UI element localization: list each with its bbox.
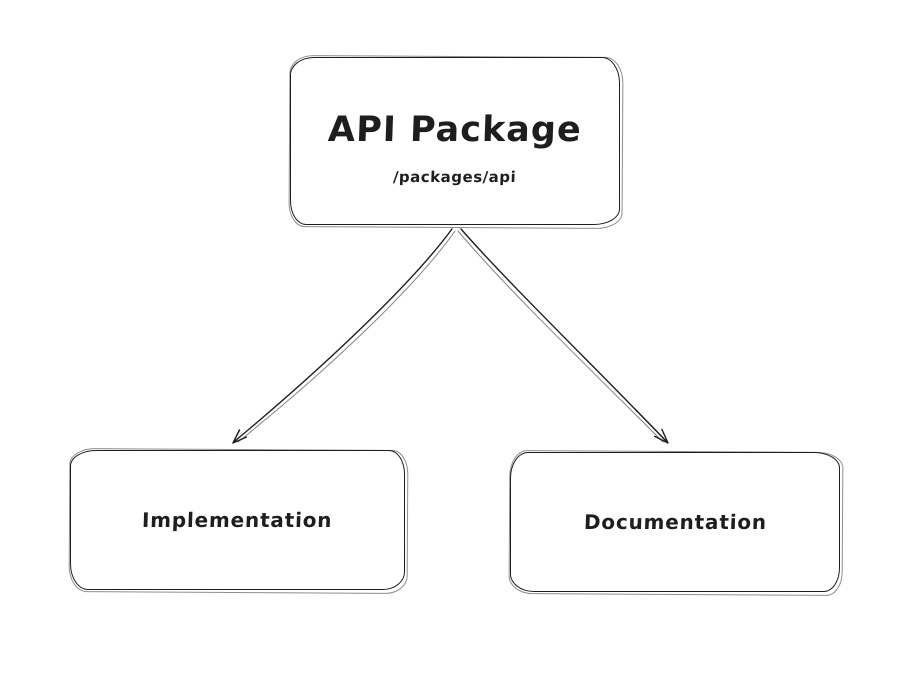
node-implementation: Implementation (70, 450, 405, 590)
node-api-package-title: API Package (327, 110, 583, 150)
edge-api-to-implementation-sketch (237, 230, 456, 443)
node-implementation-label: Implementation (141, 508, 334, 532)
node-documentation: Documentation (510, 452, 840, 592)
node-api-package-subtitle: /packages/api (393, 168, 517, 186)
arrowhead-documentation (654, 428, 669, 444)
node-documentation-label: Documentation (583, 510, 767, 534)
node-api-package: API Package /packages/api (290, 57, 620, 225)
arrowhead-implementation (232, 429, 248, 444)
edge-api-to-implementation (234, 228, 453, 442)
edge-api-to-documentation (460, 228, 667, 442)
edge-api-to-documentation-sketch (457, 230, 664, 443)
